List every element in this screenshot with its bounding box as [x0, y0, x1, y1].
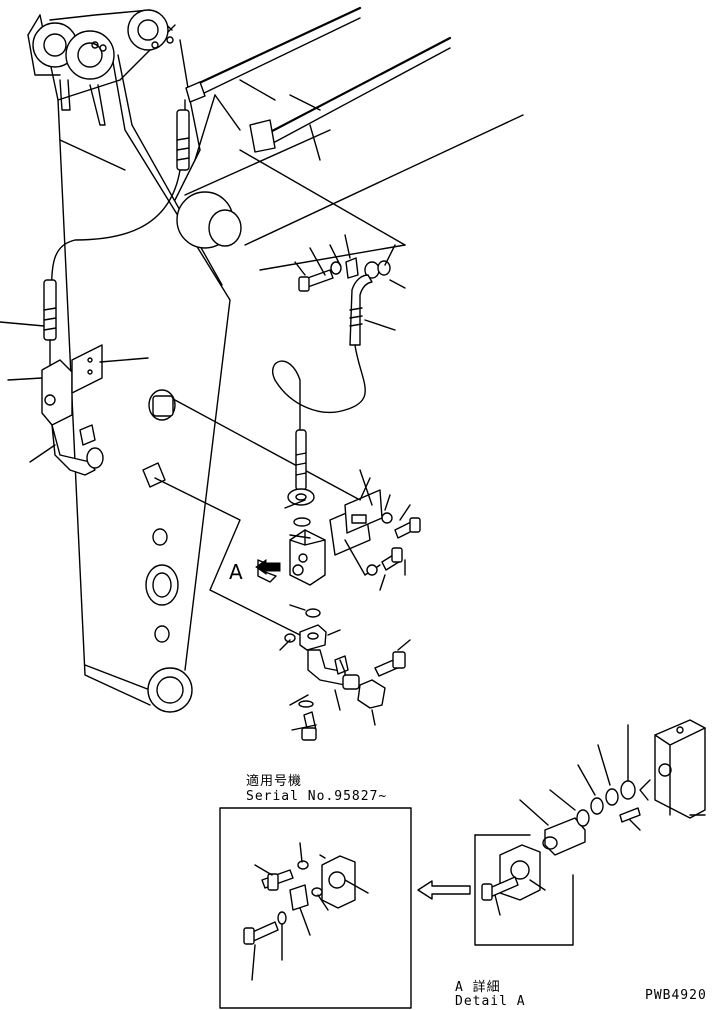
leader-lines-left: [0, 321, 149, 463]
detail-note-jp: A 詳細: [455, 980, 501, 995]
arm-hose-routing: [43, 81, 206, 371]
arm-valve-block: [41, 344, 104, 476]
view-a-label: A: [229, 560, 243, 584]
detail-a-box: [474, 719, 706, 946]
bottom-pin-boss: [147, 667, 193, 713]
view-a-arrow: [255, 559, 281, 575]
boom-cylinder-frame: [176, 6, 524, 249]
boom-arm-body: [27, 9, 231, 706]
detail-valve-assembly: [257, 429, 421, 618]
top-pin-boss: [32, 9, 174, 80]
serial-note-en: Serial No.95827~: [246, 789, 388, 804]
upper-hose-fittings: [272, 234, 406, 431]
lower-elbow-fittings: [279, 624, 411, 741]
detail-callout-lines: [154, 149, 406, 641]
detail-arrow: [417, 880, 471, 900]
serial-variant-box: [219, 807, 412, 1009]
detail-note-en: Detail A: [455, 994, 526, 1009]
arm-side-holes: [142, 389, 179, 643]
drawing-code: PWB4920: [645, 988, 707, 1003]
serial-note-jp: 適用号機: [246, 774, 303, 789]
